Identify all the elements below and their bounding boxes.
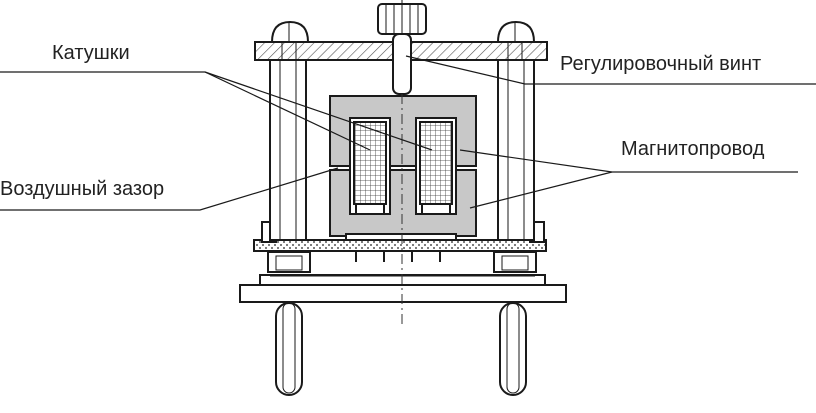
support-legs [275,302,527,396]
lower-crossbar [253,239,547,252]
label-adjust-screw: Регулировочный винт [560,53,761,75]
leader-lines [0,55,816,211]
magnetic-core [329,95,477,237]
adjusting-screw [377,0,427,95]
label-magnetic-core: Магнитопровод [621,138,765,160]
coils [353,121,453,215]
vertical-posts [269,59,535,241]
base-plate [239,274,567,303]
terminal-pins [345,233,457,262]
top-screws [270,20,536,61]
label-coils: Катушки [52,42,130,64]
label-air-gap: Воздушный зазор [0,178,164,200]
